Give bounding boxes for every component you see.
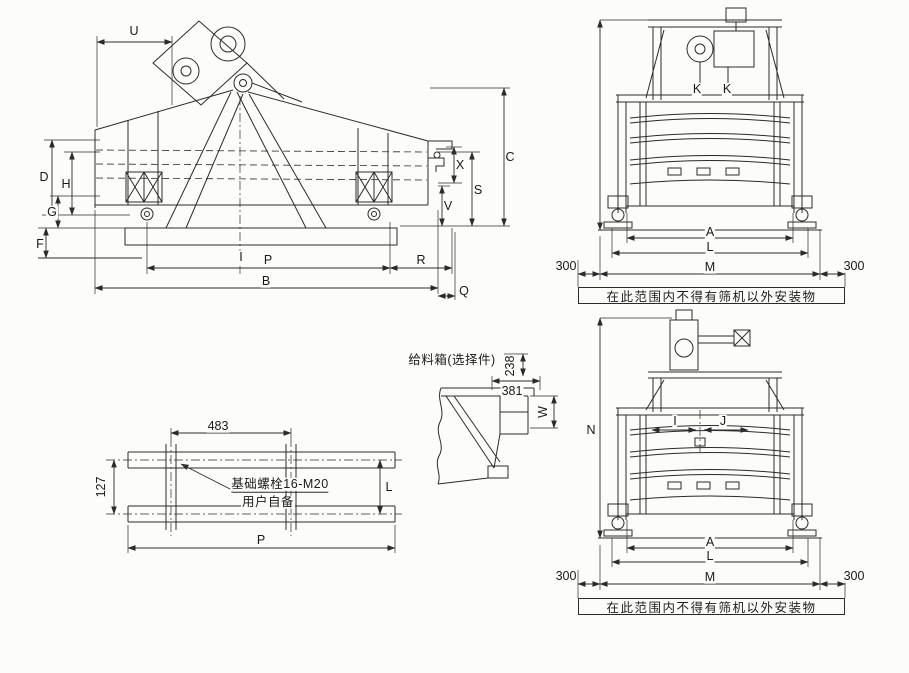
dim-label-R: R: [415, 252, 427, 267]
dim-label-A-top: A: [704, 224, 716, 239]
dim-label-300-right-top: 300: [842, 258, 866, 273]
dim-label-U: U: [128, 23, 140, 38]
dim-label-M-top: M: [703, 259, 717, 274]
dim-label-K-right: K: [721, 81, 733, 96]
front-view-bottom-drawing: [597, 309, 822, 539]
dim-label-W: W: [535, 405, 550, 419]
dim-label-K-left: K: [691, 81, 703, 96]
clearance-note-bottom: 在此范围内不得有筛机以外安装物: [578, 598, 845, 615]
dim-label-L-bottom: L: [705, 548, 715, 563]
dim-label-H: H: [60, 176, 72, 191]
dim-label-L-top: L: [705, 239, 715, 254]
clearance-note-top: 在此范围内不得有筛机以外安装物: [578, 287, 845, 304]
dim-label-300-left-bottom: 300: [554, 568, 578, 583]
feed-box-title: 给料箱(选择件): [407, 352, 497, 367]
dim-label-V: V: [442, 198, 454, 213]
side-view-drawing: [38, 20, 453, 259]
dim-label-I: I: [238, 249, 244, 264]
dim-label-L-foundation: L: [384, 479, 394, 494]
dim-label-P: P: [262, 252, 274, 267]
dim-label-I-bottom: I: [672, 413, 678, 428]
feed-box-drawing: [436, 353, 558, 485]
dim-label-F: F: [35, 236, 45, 251]
dim-label-238: 238: [502, 354, 517, 378]
dim-label-A-bottom: A: [704, 534, 716, 549]
front-view-top-drawing: [597, 7, 822, 231]
dim-label-J: J: [718, 413, 728, 428]
dim-label-B: B: [260, 273, 272, 288]
dim-label-X: X: [454, 157, 466, 172]
dim-label-P-foundation: P: [255, 532, 267, 547]
dim-label-D: D: [38, 169, 50, 184]
side-view-dimensions: [38, 36, 510, 300]
anchor-bolt-note-line2: 用户自备: [240, 494, 296, 509]
anchor-bolt-note-line1: 基础螺栓16-M20: [230, 476, 330, 493]
dim-label-483: 483: [206, 418, 230, 433]
dim-label-M-bottom: M: [703, 569, 717, 584]
front-view-top-dimensions: [577, 213, 846, 287]
dim-label-381: 381: [500, 383, 524, 398]
dim-label-C: C: [504, 149, 516, 164]
anchor-bolt-note-text: 基础螺栓16-M20: [231, 476, 329, 493]
foundation-detail-drawing: [106, 428, 402, 553]
dim-label-300-left-top: 300: [554, 258, 578, 273]
dim-label-N: N: [585, 422, 597, 437]
dim-label-300-right-bottom: 300: [842, 568, 866, 583]
dim-label-G: G: [46, 204, 58, 219]
dim-label-Q: Q: [458, 283, 470, 298]
dim-label-S: S: [472, 182, 484, 197]
dim-label-127: 127: [93, 475, 108, 499]
